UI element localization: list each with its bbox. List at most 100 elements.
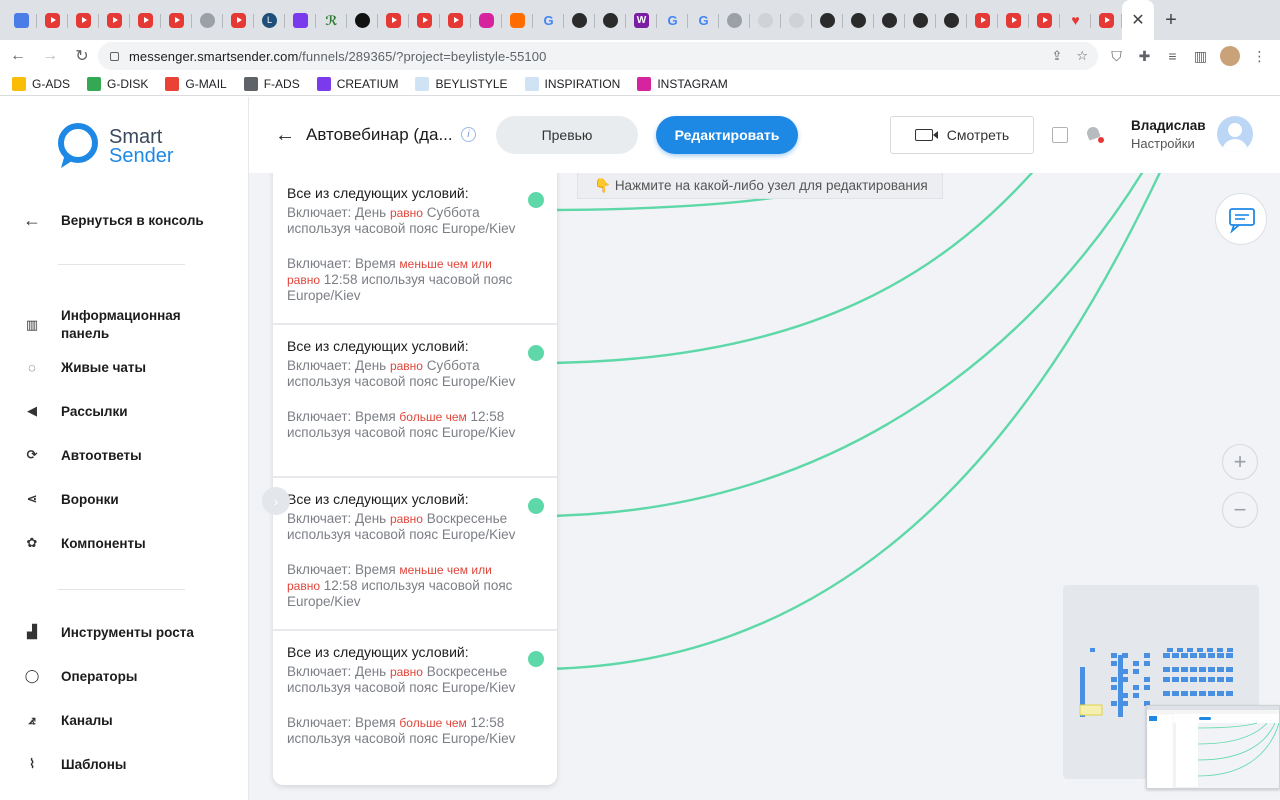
sidebar-item-paperclip[interactable]: ⌇Шаблоны	[24, 756, 127, 772]
output-port[interactable]	[528, 192, 544, 208]
forward-arrow-icon[interactable]: →	[42, 47, 58, 64]
close-tab-icon[interactable]: ✕	[1131, 12, 1145, 29]
bookmark-beylistyle[interactable]: BEYLISTYLE	[415, 76, 508, 91]
condition-node[interactable]: Все из следующих условий:Включает: День …	[273, 173, 557, 785]
browser-tab[interactable]	[6, 0, 37, 40]
bookmark-inspiration[interactable]: INSPIRATION	[524, 76, 620, 91]
browser-tab[interactable]: L	[254, 0, 285, 40]
minimap-node	[1144, 701, 1150, 706]
kebab-menu-icon[interactable]: ⋮	[1252, 47, 1267, 64]
browser-tab[interactable]	[409, 0, 440, 40]
bookmark-g-ads[interactable]: G-ADS	[12, 76, 70, 91]
browser-tab[interactable]	[471, 0, 502, 40]
watch-button[interactable]: Смотреть	[890, 116, 1034, 154]
browser-tab[interactable]: G	[688, 0, 719, 40]
minimap-node	[1177, 648, 1183, 652]
user-name[interactable]: Владислав	[1131, 118, 1206, 133]
output-port[interactable]	[528, 498, 544, 514]
browser-tab[interactable]	[1091, 0, 1122, 40]
star-icon[interactable]: ☆	[1076, 48, 1088, 63]
new-tab-button[interactable]: +	[1165, 8, 1177, 31]
reading-list-icon[interactable]: ≡	[1168, 47, 1177, 64]
condition-row[interactable]: Все из следующих условий:Включает: День …	[273, 632, 557, 784]
browser-tab[interactable]	[1029, 0, 1060, 40]
bookmark-label: G-DISK	[107, 76, 149, 91]
bookmark-f-ads[interactable]: F-ADS	[243, 76, 300, 91]
bookmark-favicon-icon	[243, 76, 258, 91]
browser-tab[interactable]	[998, 0, 1029, 40]
browser-tab[interactable]	[130, 0, 161, 40]
output-port[interactable]	[528, 345, 544, 361]
sidebar-item-megaphone[interactable]: ◀Рассылки	[24, 403, 128, 419]
profile-avatar-icon[interactable]	[1220, 46, 1240, 66]
back-arrow-icon[interactable]: ←	[275, 124, 295, 146]
active-browser-tab[interactable]: ✕	[1122, 0, 1154, 40]
puzzle-extension-icon[interactable]: ✚	[1138, 47, 1151, 64]
side-panel-icon[interactable]: ▥	[1193, 47, 1208, 64]
user-settings-link[interactable]: Настройки	[1131, 136, 1195, 151]
browser-tab[interactable]	[68, 0, 99, 40]
shield-extension-icon[interactable]: ⛉	[1111, 47, 1122, 64]
address-bar[interactable]: messenger.smartsender.com/funnels/289365…	[98, 42, 1098, 70]
browser-tab[interactable]	[874, 0, 905, 40]
reload-icon[interactable]: ↻	[75, 48, 89, 65]
sidebar-item-funnel[interactable]: ⋖Воронки	[24, 491, 119, 507]
share-icon[interactable]: ⇪	[1051, 48, 1063, 63]
sidebar-item-chat-bubble[interactable]: ◌Живые чаты	[24, 359, 146, 375]
sidebar-item-components[interactable]: ✿Компоненты	[24, 535, 146, 551]
condition-row[interactable]: Все из следующих условий:Включает: День …	[273, 326, 557, 478]
edit-button[interactable]: Редактировать	[656, 116, 798, 154]
browser-tab[interactable]	[99, 0, 130, 40]
preview-button[interactable]: Превью	[496, 116, 638, 154]
browser-tab[interactable]	[161, 0, 192, 40]
condition-row[interactable]: Все из следующих условий:Включает: День …	[273, 173, 557, 325]
browser-tab[interactable]	[781, 0, 812, 40]
browser-tab[interactable]	[378, 0, 409, 40]
browser-tab[interactable]	[843, 0, 874, 40]
browser-tab[interactable]	[750, 0, 781, 40]
browser-tab[interactable]	[192, 0, 223, 40]
support-chat-button[interactable]	[1215, 193, 1267, 245]
output-port[interactable]	[528, 651, 544, 667]
browser-tab[interactable]	[967, 0, 998, 40]
browser-tab[interactable]	[37, 0, 68, 40]
info-icon[interactable]: i	[461, 127, 476, 142]
browser-tab[interactable]: G	[533, 0, 564, 40]
sidebar-item-growth[interactable]: ▟Инструменты роста	[24, 624, 194, 640]
browser-tab[interactable]: G	[657, 0, 688, 40]
sidebar-item-rss[interactable]: ⦨Каналы	[24, 712, 112, 728]
browser-tab[interactable]: ℛ	[316, 0, 347, 40]
browser-tab[interactable]	[595, 0, 626, 40]
browser-tab[interactable]	[812, 0, 843, 40]
browser-tab[interactable]	[223, 0, 254, 40]
zoom-out-button[interactable]: −	[1222, 492, 1258, 528]
smart-sender-logo[interactable]: Smart Sender	[57, 122, 174, 172]
browser-tab[interactable]	[905, 0, 936, 40]
browser-tab[interactable]	[440, 0, 471, 40]
bookmark-g-disk[interactable]: G-DISK	[87, 76, 149, 91]
fullscreen-icon[interactable]	[1052, 127, 1068, 143]
back-arrow-icon[interactable]: ←	[10, 47, 26, 64]
browser-tab[interactable]	[347, 0, 378, 40]
browser-tab[interactable]	[564, 0, 595, 40]
bookmark-creatium[interactable]: CREATIUM	[316, 76, 398, 91]
minimap-node	[1167, 648, 1173, 652]
browser-tab[interactable]	[502, 0, 533, 40]
notification-bell-icon[interactable]	[1085, 125, 1104, 143]
zoom-in-button[interactable]: +	[1222, 444, 1258, 480]
browser-tab[interactable]	[285, 0, 316, 40]
collapse-chevron-icon[interactable]: ›	[262, 487, 290, 515]
back-to-console-link[interactable]: ← Вернуться в консоль	[23, 210, 204, 230]
user-avatar[interactable]	[1217, 116, 1253, 152]
browser-tab[interactable]	[936, 0, 967, 40]
browser-tab[interactable]	[719, 0, 750, 40]
sidebar-item-autoreply[interactable]: ⟳Автоответы	[24, 447, 142, 463]
browser-tab[interactable]: W	[626, 0, 657, 40]
sidebar-item-operator[interactable]: ◯Операторы	[24, 668, 138, 684]
sidebar-item-chart[interactable]: ▥Информационная панель	[24, 307, 191, 343]
bookmark-g-mail[interactable]: G-MAIL	[165, 76, 227, 91]
condition-row[interactable]: Все из следующих условий:Включает: День …	[273, 479, 557, 631]
browser-tab[interactable]: ♥	[1060, 0, 1091, 40]
funnel-canvas[interactable]: 👇Нажмите на какой-либо узел для редактир…	[249, 173, 1280, 800]
bookmark-instagram[interactable]: INSTAGRAM	[637, 76, 728, 91]
